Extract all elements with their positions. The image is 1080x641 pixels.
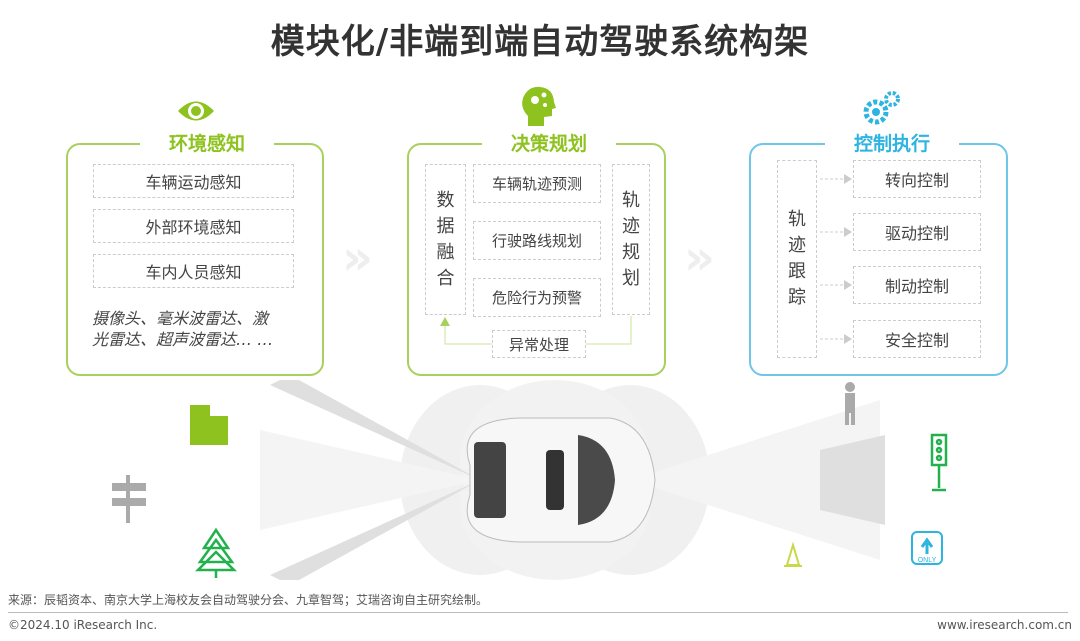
source-note: 来源：辰韬资本、南京大学上海校友会自动驾驶分会、九章智驾；艾瑞咨询自主研究绘制。 (8, 593, 489, 607)
flow-chevron-icon: » (342, 230, 374, 286)
footer-divider (8, 612, 1068, 613)
tree-icon (194, 527, 238, 578)
vchar: 数 (436, 189, 455, 211)
decision-item: 行驶路线规划 (473, 221, 601, 260)
control-title: 控制执行 (825, 129, 959, 156)
perception-item: 车辆运动感知 (93, 164, 294, 198)
vchar: 踪 (788, 287, 806, 308)
sensor-line: 摄像头、毫米波雷达、激 (92, 309, 269, 328)
pedestrian-icon (845, 382, 855, 425)
decision-item: 危险行为预警 (473, 278, 601, 317)
control-item: 驱动控制 (853, 213, 981, 251)
control-item: 转向控制 (853, 160, 981, 198)
perception-item: 车内人员感知 (93, 254, 294, 288)
head-brain-icon (522, 86, 556, 126)
vchar: 融 (436, 241, 455, 263)
vchar: 轨 (788, 209, 806, 230)
page-title: 模块化/非端到端自动驾驶系统构架 (270, 22, 810, 62)
traffic-cone-icon (784, 541, 802, 567)
decision-item: 车辆轨迹预测 (473, 164, 601, 203)
building-icon (190, 405, 228, 445)
exception-loop-connector (440, 316, 632, 345)
vehicle-sensor-scene: ONLY (112, 380, 948, 580)
sign-text: ONLY (918, 557, 937, 564)
eye-icon (178, 101, 214, 121)
perception-title: 环境感知 (140, 129, 274, 156)
decision-title: 决策规划 (482, 129, 616, 156)
control-arrows (820, 174, 852, 344)
control-item: 制动控制 (853, 266, 981, 304)
sensor-line: 光雷达、超声波雷达… … (92, 330, 274, 349)
perception-item: 外部环境感知 (93, 209, 294, 243)
vchar: 划 (622, 267, 640, 289)
trajectory-tracking-box: 轨迹跟踪 (777, 160, 817, 358)
turn-only-sign-icon: ONLY (911, 531, 943, 565)
vchar: 据 (436, 215, 455, 237)
vchar: 迹 (788, 235, 806, 256)
traffic-light-icon (930, 433, 948, 492)
vchar: 迹 (622, 215, 640, 237)
signpost-icon (112, 475, 146, 523)
vchar: 跟 (788, 261, 806, 282)
flow-chevron-icon: » (684, 230, 716, 286)
website-link[interactable]: www.iresearch.com.cn (937, 618, 1072, 632)
sensor-list: 摄像头、毫米波雷达、激 光雷达、超声波雷达… … (92, 308, 273, 350)
car-icon (466, 417, 656, 543)
gears-icon (863, 91, 900, 125)
vchar: 合 (436, 267, 455, 289)
exception-handling-box: 异常处理 (492, 330, 586, 358)
data-fusion-box: 数据融合 (425, 164, 466, 315)
vchar: 规 (622, 241, 640, 263)
control-item: 安全控制 (853, 320, 981, 358)
vchar: 轨 (622, 189, 640, 211)
copyright: ©2024.10 iResearch Inc. (8, 618, 158, 632)
trajectory-planning-box: 轨迹规划 (612, 164, 650, 315)
